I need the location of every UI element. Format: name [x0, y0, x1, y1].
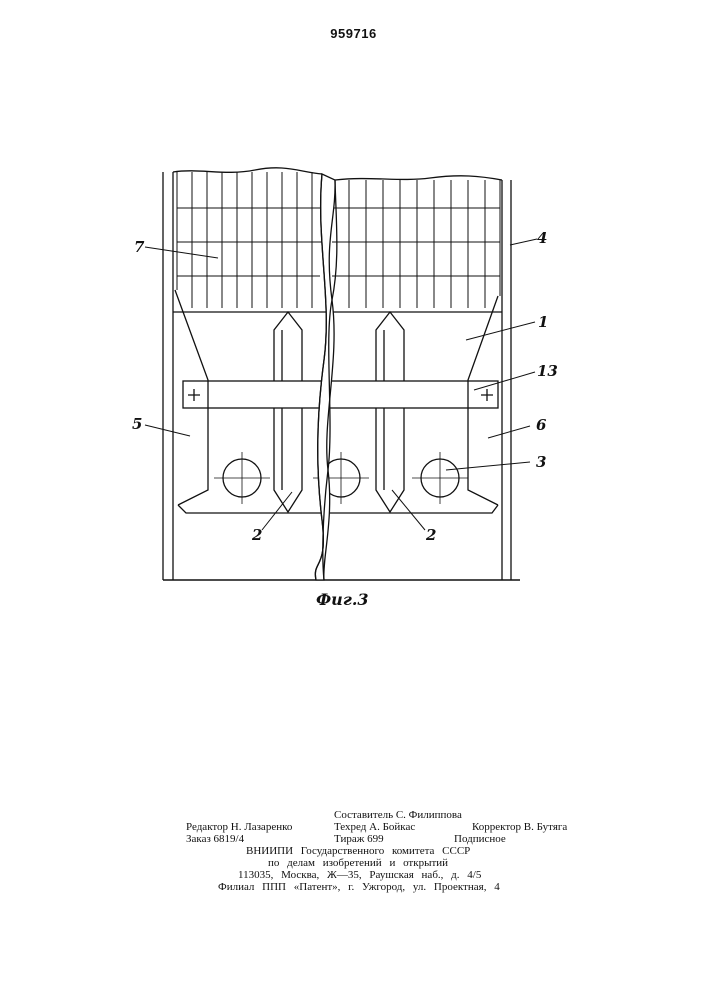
hopper-bottom: [178, 505, 498, 513]
hopper-left-taper: [175, 290, 208, 505]
subscription: Подписное: [454, 834, 506, 845]
label-4: 4: [537, 231, 547, 246]
label-6: 6: [536, 418, 546, 433]
label-2-left: 2: [252, 528, 262, 543]
corrector: Корректор В. Бутяга: [472, 822, 567, 833]
figure-caption: Фиг.3: [316, 590, 369, 609]
left-top-edge: [173, 168, 322, 174]
label-3: 3: [536, 455, 546, 470]
bolt-right: [481, 389, 493, 401]
branch: Филиал ППП «Патент», г. Ужгород, ул. Про…: [218, 882, 500, 893]
break-line-left: [315, 174, 335, 580]
label-13: 13: [537, 364, 558, 379]
right-top-edge: [335, 176, 502, 180]
order: Заказ 6819/4: [186, 834, 244, 845]
label-7: 7: [134, 240, 144, 255]
org-line-2: по делам изобретений и открытий: [268, 858, 448, 869]
bolt-left: [188, 389, 200, 401]
knife-left: [274, 312, 302, 512]
knife-right: [376, 312, 404, 512]
address: 113035, Москва, Ж—35, Раушская наб., д. …: [238, 870, 481, 881]
label-1: 1: [538, 315, 548, 330]
editor: Редактор Н. Лазаренко: [186, 822, 292, 833]
compiler: Составитель С. Филиппова: [334, 810, 462, 821]
clamp-bar: [183, 381, 498, 408]
left-mesh-grid: [177, 172, 325, 308]
roller-right: [412, 452, 468, 504]
hopper-right-taper: [468, 296, 498, 505]
label-2-right: 2: [426, 528, 436, 543]
circulation: Тираж 699: [334, 834, 384, 845]
label-5: 5: [132, 417, 142, 432]
org-line-1: ВНИИПИ Государственного комитета СССР: [246, 846, 470, 857]
techred: Техред А. Бойкас: [334, 822, 415, 833]
roller-left: [214, 452, 270, 504]
right-mesh-grid: [332, 180, 500, 308]
